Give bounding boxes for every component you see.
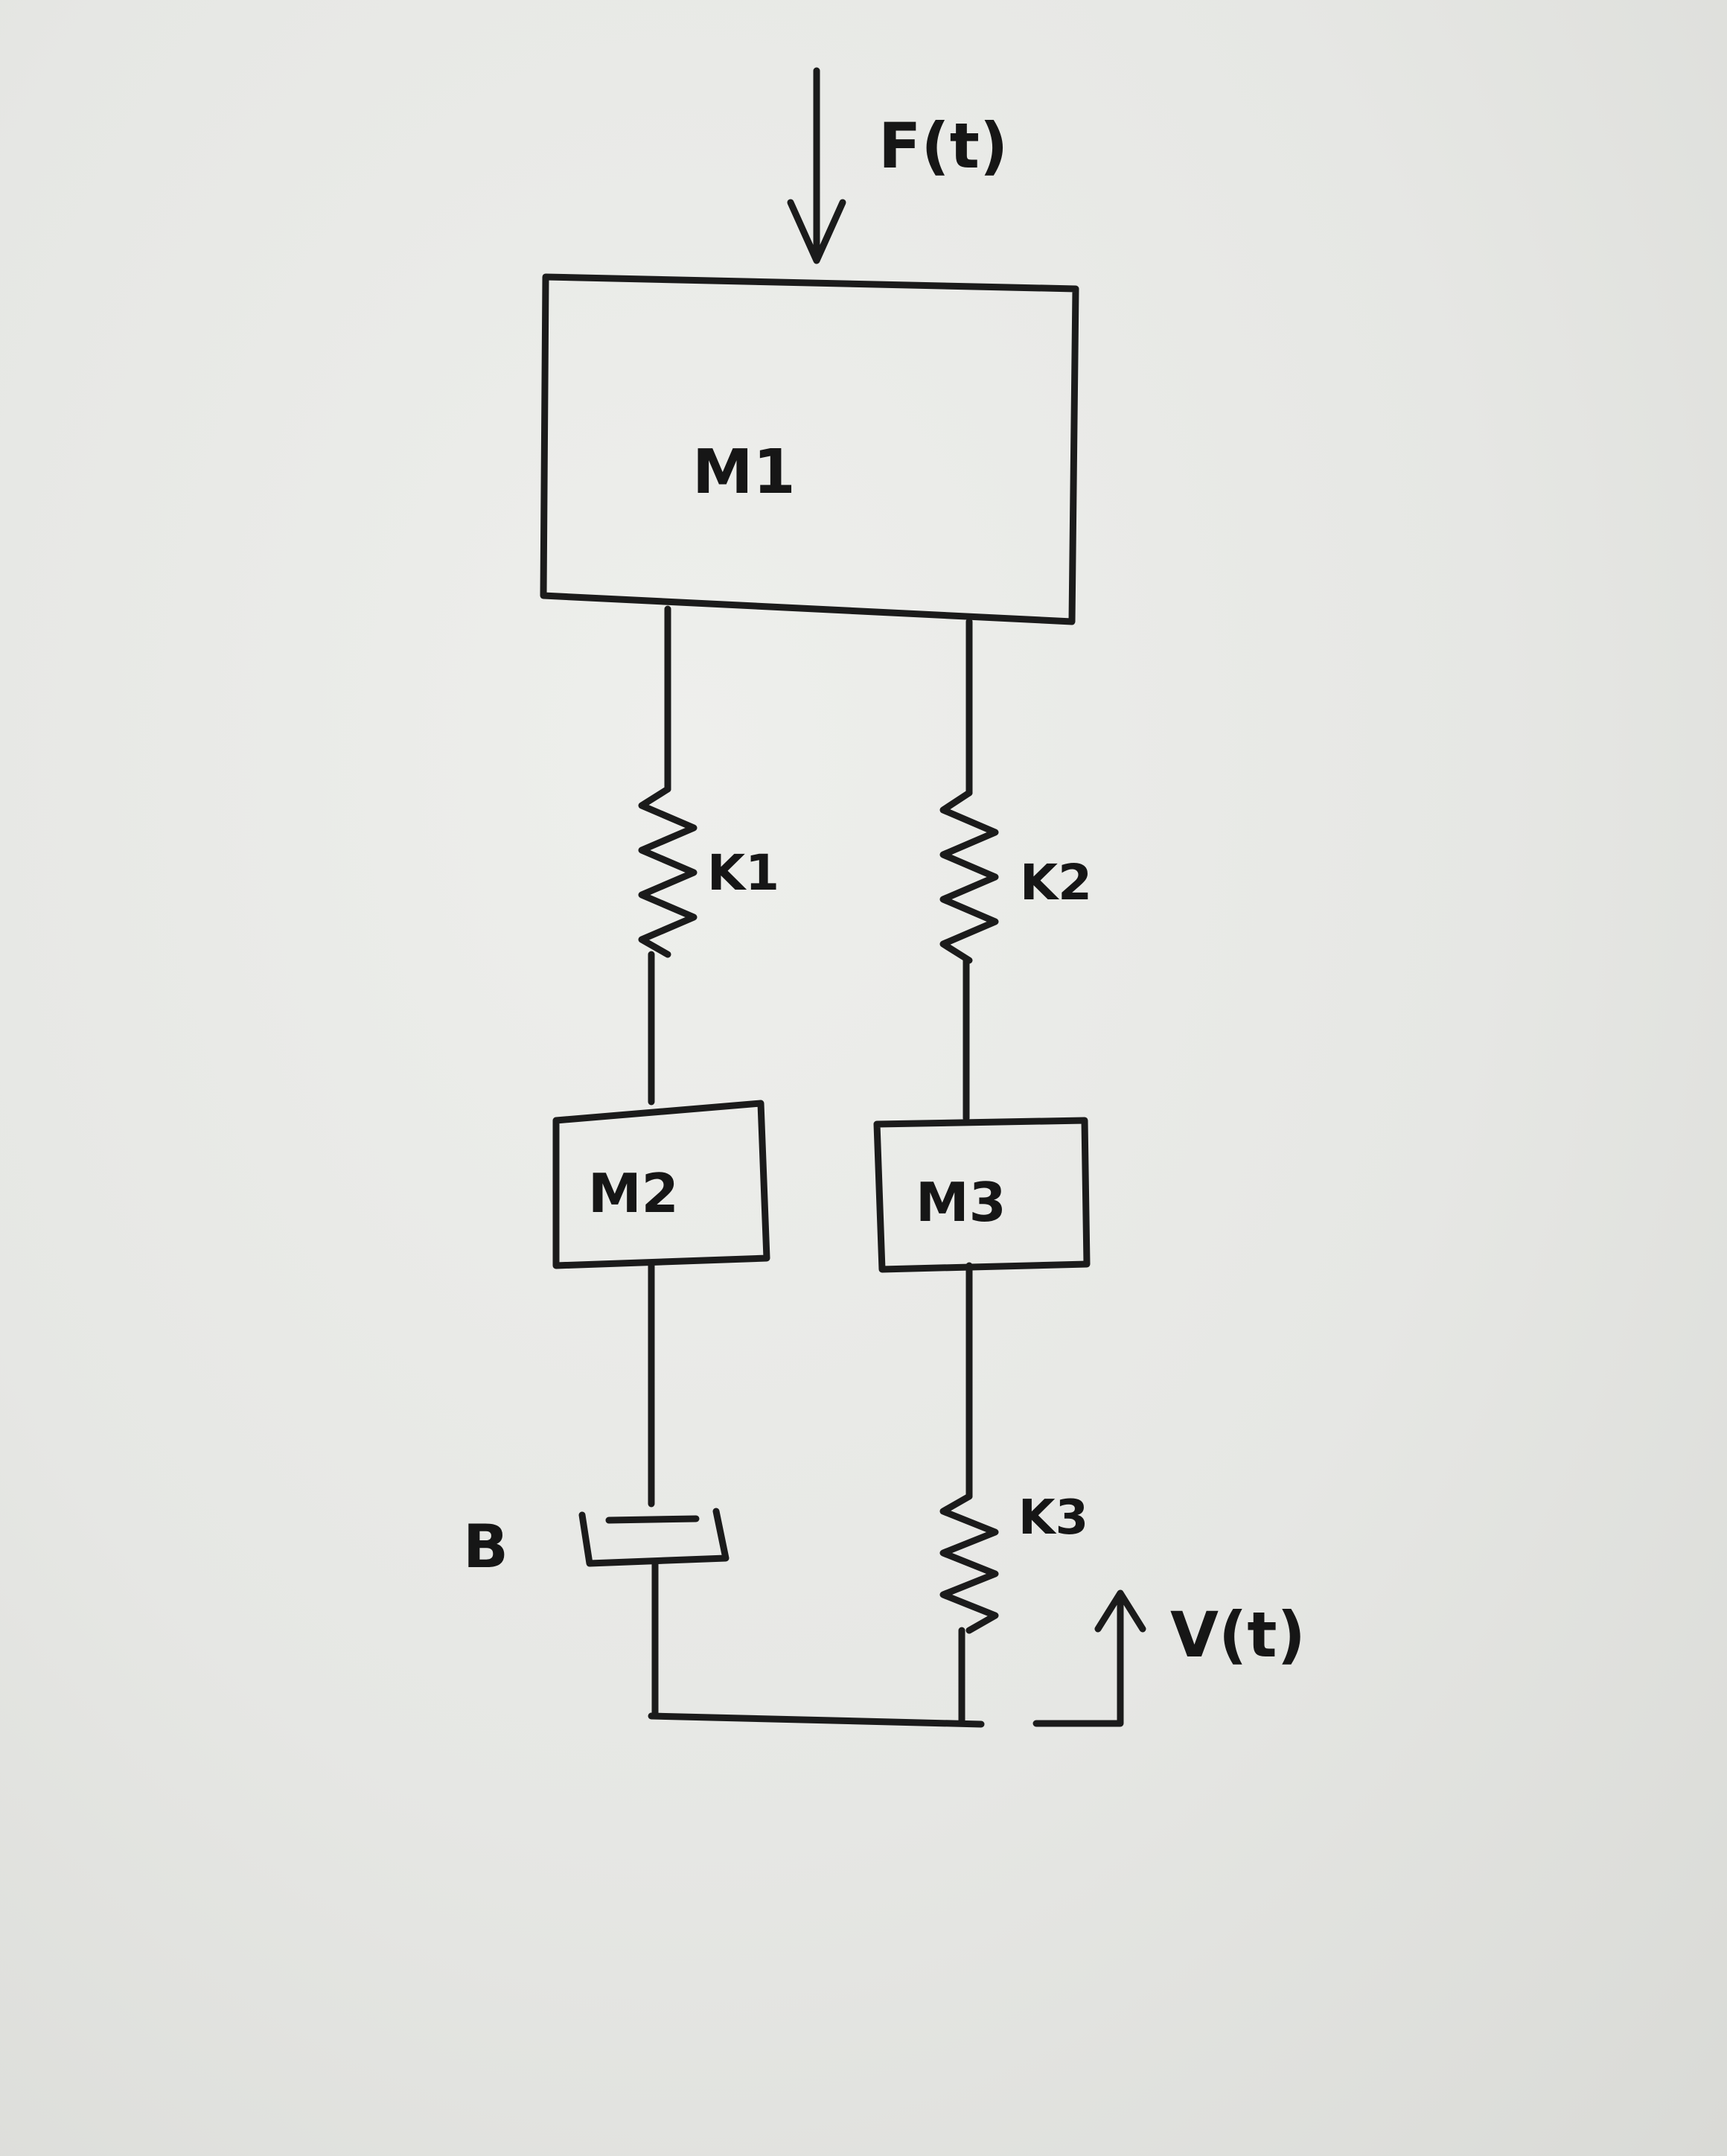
- spring-k1: [638, 785, 697, 958]
- spring-k1-label: K1: [707, 844, 779, 902]
- force-arrow: [787, 67, 846, 264]
- spring-k3: [939, 1493, 999, 1634]
- spring-k2: [939, 789, 999, 964]
- spring-k2-label: K2: [1020, 854, 1092, 911]
- mass-m3-box: [873, 1117, 1091, 1273]
- velocity-arrow: [1032, 1589, 1146, 1727]
- damper-b-label: B: [463, 1512, 508, 1581]
- mass-m2-box: [552, 1100, 770, 1269]
- mass-m2-label: M2: [588, 1162, 679, 1225]
- mass-m1-box: [540, 273, 1079, 625]
- damper-b: [578, 1508, 730, 1567]
- mass-m3-label: M3: [916, 1171, 1006, 1234]
- force-label: F(t): [878, 109, 1008, 182]
- velocity-label: V(t): [1170, 1598, 1306, 1671]
- spring-k3-label: K3: [1018, 1490, 1088, 1546]
- mass-m1-label: M1: [692, 437, 796, 508]
- base-bar: [648, 1712, 985, 1728]
